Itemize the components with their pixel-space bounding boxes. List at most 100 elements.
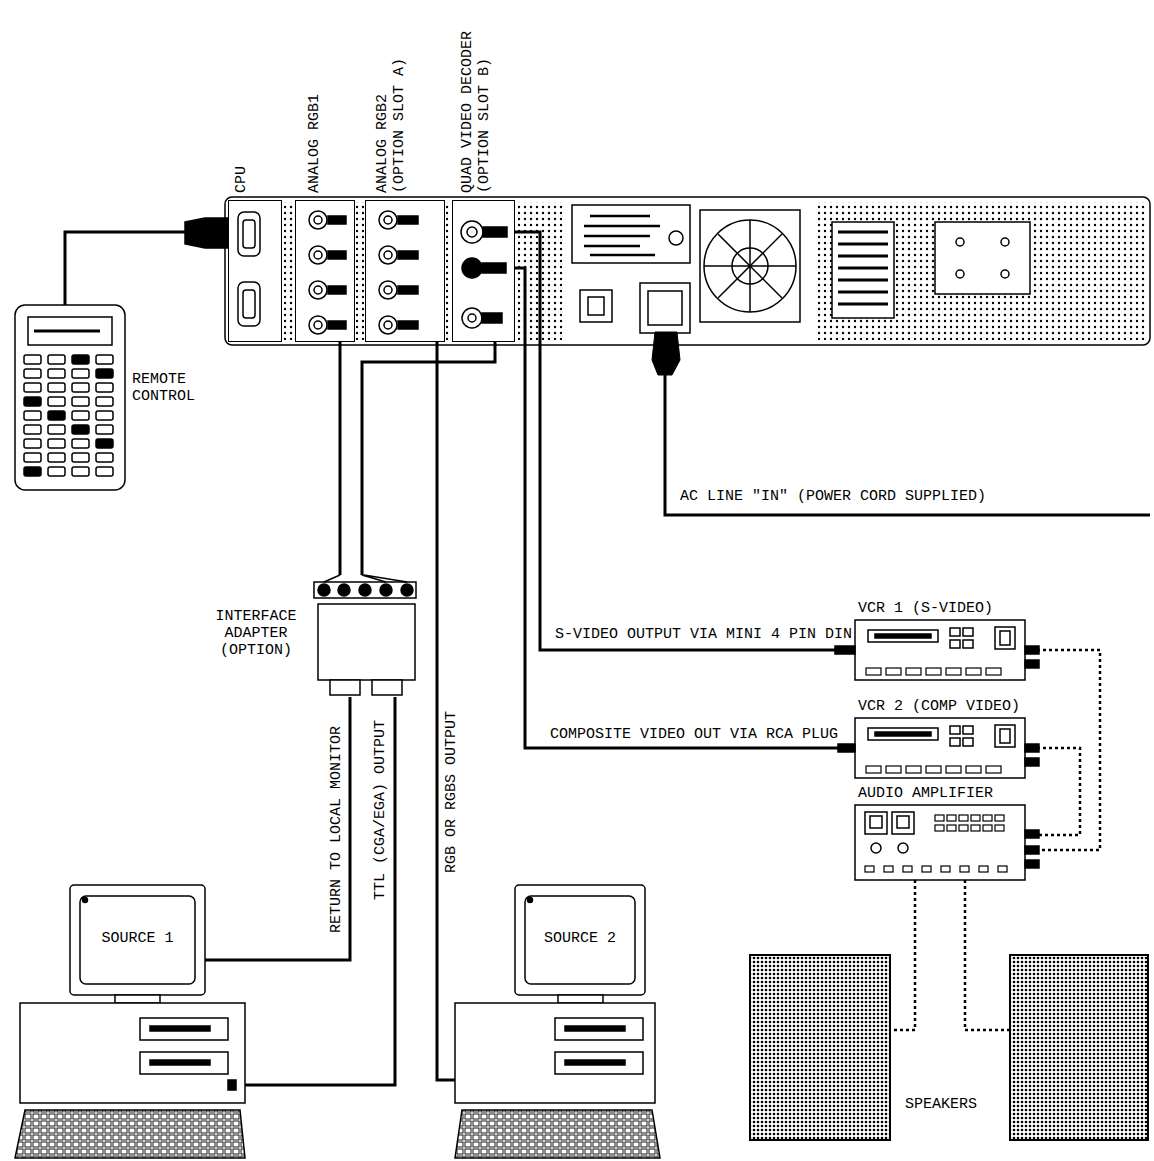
processor-chassis [584, 245, 640, 248]
interface-adapter-device [318, 604, 415, 680]
source-computer [515, 885, 645, 995]
processor-chassis [584, 235, 650, 238]
amplifier-button [971, 825, 980, 831]
slot-connectors [328, 251, 346, 259]
cable-label: TTL (CGA/EGA) OUTPUT [372, 718, 389, 902]
speaker-cabinet [750, 880, 1148, 1140]
amplifier-device [865, 812, 887, 834]
remote-control: REMOTE CONTROL [15, 305, 125, 490]
remote-key [72, 397, 89, 406]
remote-key [48, 383, 65, 392]
source-computer [80, 896, 195, 984]
processor-chassis [838, 291, 888, 294]
amplifier-button [935, 825, 944, 831]
source-computer [565, 1060, 625, 1065]
interface-adapter-device [372, 680, 402, 695]
interface-adapter-device [380, 584, 392, 596]
interface-adapter-device [359, 584, 371, 596]
slot-connectors [238, 282, 260, 326]
remote-key [24, 369, 41, 378]
remote-control-device [34, 330, 100, 333]
processor-chassis [718, 234, 782, 298]
vcr-device [963, 628, 973, 636]
processor-chassis [588, 297, 604, 315]
remote-key [48, 453, 65, 462]
vcr-button [966, 766, 981, 773]
remote-key [24, 397, 41, 406]
vcr-device [963, 726, 973, 734]
vcr-button [946, 668, 961, 675]
processor-chassis [584, 225, 660, 228]
label-anchor: RETURN TO LOCAL MONITOR [328, 935, 539, 952]
power-cord [652, 332, 1150, 515]
vcr-button [966, 668, 981, 675]
vcr-button [986, 766, 1001, 773]
device-label: SOURCE 2 [525, 930, 635, 947]
remote-key [72, 369, 89, 378]
source-computer [150, 1060, 210, 1065]
slot-connectors [384, 251, 392, 259]
remote-key [96, 425, 113, 434]
amplifier-device [855, 805, 1025, 880]
remote-key [48, 397, 65, 406]
slot-connectors [379, 246, 397, 264]
processor-chassis [838, 255, 888, 258]
vcr-button [886, 668, 901, 675]
processor-chassis [838, 303, 888, 306]
remote-key [72, 355, 89, 364]
vcr-device [995, 725, 1015, 747]
label-anchor: AC LINE "IN" (POWER CORD SUPPLIED) [678, 488, 988, 505]
video-cable [339, 342, 342, 575]
amplifier-button [971, 815, 980, 821]
processor-chassis [225, 197, 1150, 345]
label-anchor: RGB OR RGBS OUTPUT [443, 875, 609, 892]
remote-key [24, 453, 41, 462]
vcr-device [875, 634, 931, 638]
slot-connectors [482, 313, 502, 323]
device-label: SOURCE 1 [80, 930, 195, 947]
audio-amplifier: AUDIO AMPLIFIER [855, 805, 1025, 880]
amplifier-button [960, 866, 969, 872]
amplifier-button [922, 866, 931, 872]
remote-key [24, 383, 41, 392]
slot-connectors [314, 321, 322, 329]
remote-key [48, 425, 65, 434]
card-slot: ANALOG RGB1 [295, 200, 355, 342]
source-computer [115, 995, 160, 1003]
slot-connectors [467, 227, 477, 237]
power-label: AC LINE "IN" (POWER CORD SUPPLIED) [678, 488, 988, 505]
slot-connectors [243, 220, 255, 248]
source-computer [555, 1018, 643, 1040]
vcr-device [1000, 631, 1010, 645]
amplifier-button [979, 866, 988, 872]
vcr-button [946, 766, 961, 773]
vcr-button [926, 668, 941, 675]
processor-chassis [956, 238, 964, 246]
remote-key [48, 355, 65, 364]
audio-cable [1025, 748, 1080, 835]
device-label: REMOTE CONTROL [132, 371, 204, 405]
speaker-cabinet [750, 955, 890, 1140]
amplifier-button [884, 866, 893, 872]
source-computer [140, 1018, 228, 1040]
source-computer: SOURCE 2 [455, 880, 660, 1160]
slot-connectors [309, 316, 327, 334]
source-computer [565, 1026, 625, 1031]
device-label: INTERFACE ADAPTER (OPTION) [210, 608, 302, 659]
remote-key [24, 467, 41, 476]
vcr: VCR 1 (S-VIDEO) [855, 620, 1025, 680]
slot-connectors [398, 286, 418, 294]
remote-control-device [15, 305, 125, 490]
remote-control-device [28, 317, 112, 345]
remote-key [72, 453, 89, 462]
processor-chassis [1001, 270, 1009, 278]
amplifier-button [959, 815, 968, 821]
video-cable [515, 232, 855, 650]
interface-adapter-device [324, 575, 407, 582]
processor-chassis [356, 202, 364, 340]
amplifier-device [892, 812, 914, 834]
power-cord [652, 332, 680, 375]
slot-connectors [379, 211, 397, 229]
